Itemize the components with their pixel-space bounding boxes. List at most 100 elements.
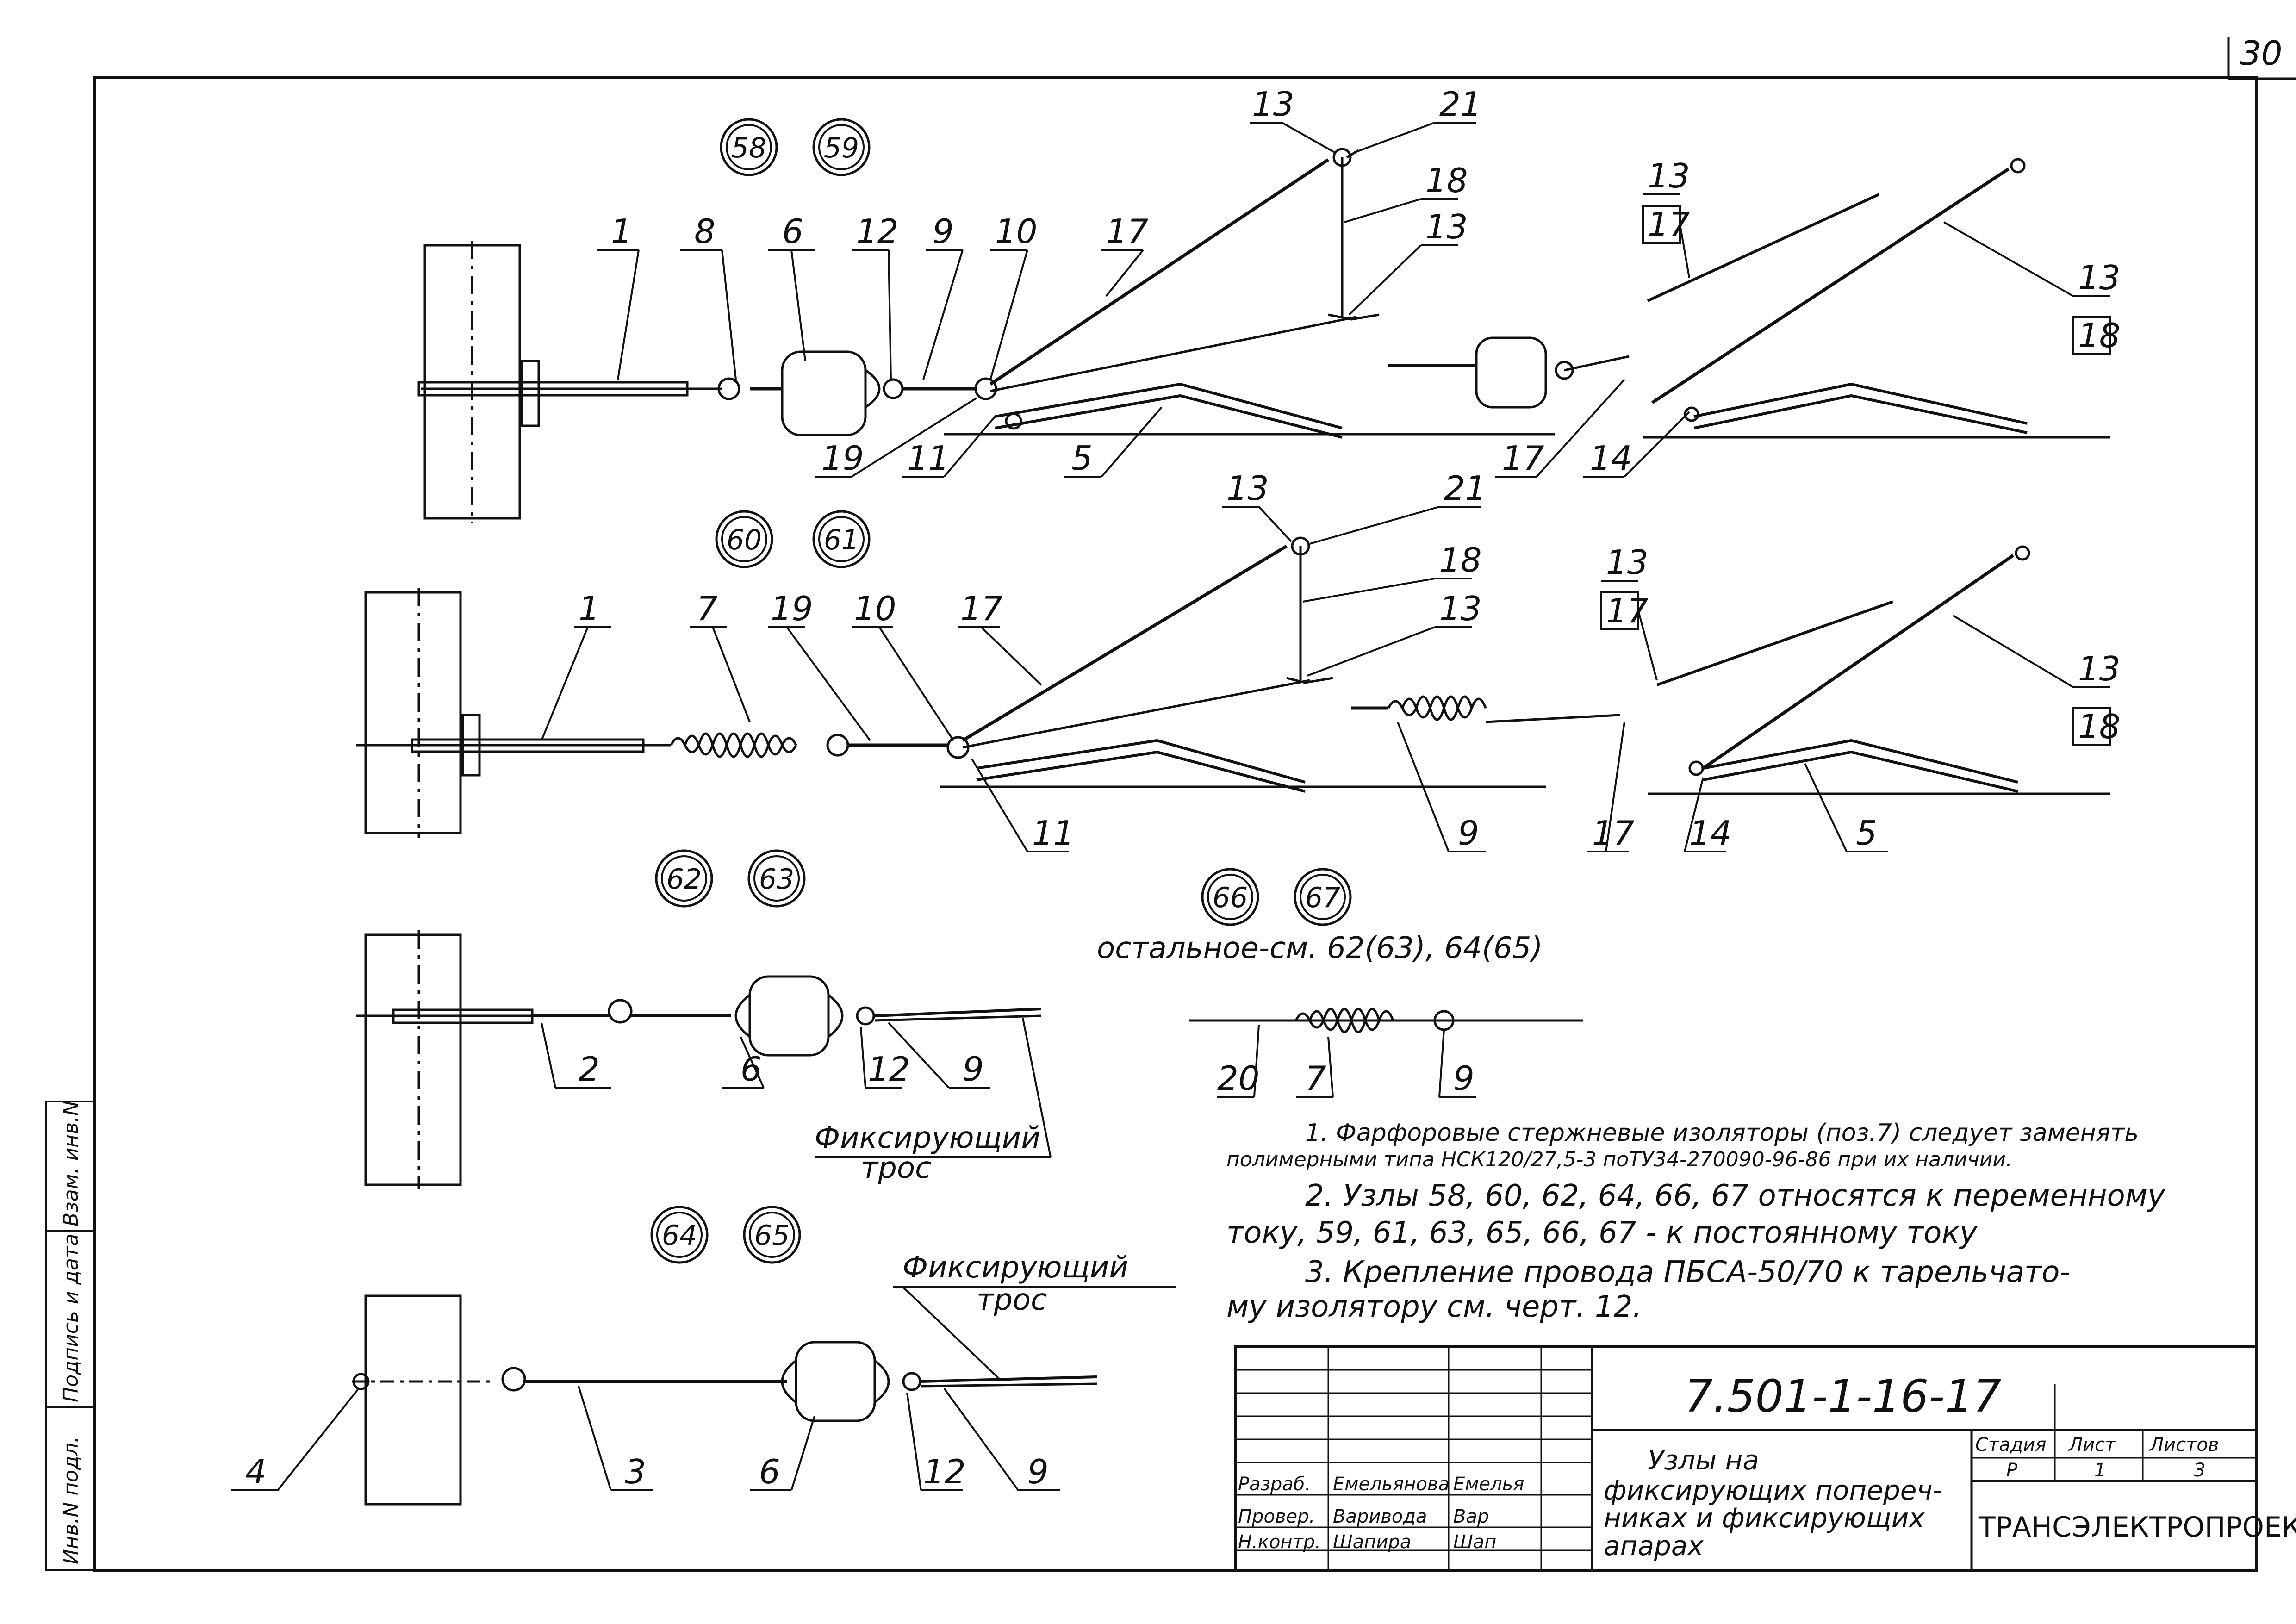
- callouts-row-1: [597, 122, 2111, 478]
- callout-1: 1: [579, 589, 600, 628]
- callout-12: 12: [856, 212, 899, 251]
- drawing-title-4: апарах: [1604, 1530, 1704, 1562]
- stage-header: Стадия: [1975, 1434, 2046, 1456]
- fixing-cable-label-4: трос: [977, 1283, 1047, 1317]
- callout-17b: 17: [1592, 814, 1635, 852]
- node-62: 62: [666, 863, 702, 896]
- fixing-cable-label-3: Фиксирующий: [902, 1251, 1128, 1285]
- role-developer: Разраб.: [1238, 1474, 1311, 1495]
- node-66-67-remark: остальное-см. 62(63), 64(65): [1097, 931, 1543, 965]
- callout-10: 10: [854, 589, 896, 628]
- callout-13c: 13: [1648, 156, 1690, 195]
- page-number: 30: [2240, 34, 2283, 73]
- callout-19: 19: [821, 439, 864, 478]
- node-65: 65: [754, 1220, 790, 1252]
- sign-normcontrol: Шап: [1453, 1531, 1496, 1553]
- callout-7: 7: [1305, 1059, 1326, 1098]
- callout-7: 7: [697, 589, 718, 628]
- assembly-row-2: [356, 536, 2110, 838]
- callout-9: 9: [933, 212, 954, 251]
- drawing-title-3: никах и фиксирующих: [1604, 1502, 1925, 1534]
- stage-value: Р: [2006, 1460, 2018, 1481]
- callout-11: 11: [1032, 814, 1075, 852]
- title-block-text: 7.501-1-16-17 Узлы на фиксирующих попере…: [1238, 1370, 2296, 1562]
- callout-1: 1: [611, 212, 632, 251]
- callout-10: 10: [995, 212, 1038, 251]
- name-developer: Емельянова: [1333, 1474, 1450, 1495]
- callout-19: 19: [771, 589, 813, 628]
- side-stamp-inv: Инв.N подл.: [59, 1436, 83, 1564]
- title-block: [1234, 1345, 2258, 1572]
- node-group-58-59: 58 59: [720, 118, 871, 176]
- node-67: 67: [1305, 882, 1340, 914]
- note-3-line-2: му изолятору см. черт. 12.: [1226, 1290, 1642, 1324]
- callout-17c: 17: [1606, 591, 1649, 630]
- callout-13: 13: [1252, 85, 1294, 124]
- fixing-cable-label-1: Фиксирующий: [815, 1121, 1040, 1155]
- drawing-title-1: Узлы на: [1648, 1444, 1759, 1476]
- callout-18: 18: [1425, 161, 1468, 200]
- callout-labels-row-1: 1 8 6 12 9 10 17 13 21 18 13 19 11 5 17 …: [611, 85, 2121, 478]
- callout-labels-row-4: 4 3 6 12 9 Фиксирующий трос: [245, 1251, 1128, 1491]
- callout-6: 6: [759, 1452, 780, 1491]
- callout-13d: 13: [2078, 649, 2121, 688]
- node-group-60-61: 60 61: [715, 510, 871, 568]
- name-checker: Варивода: [1333, 1506, 1427, 1527]
- sheets-header: Листов: [2149, 1434, 2219, 1456]
- callout-21: 21: [1439, 85, 1482, 124]
- assembly-row-3: [356, 930, 1583, 1189]
- side-stamp-replace: Взам. инв.N: [59, 1101, 83, 1226]
- note-1-line-2: полимерными типа НСК120/27,5-3 поТУ34-27…: [1226, 1148, 2012, 1171]
- organization: ТРАНСЭЛЕКТРОПРОЕКТ: [1978, 1511, 2296, 1543]
- callout-14: 14: [1689, 814, 1732, 852]
- callouts-row-3: [541, 1018, 1476, 1158]
- callouts-row-2: [541, 506, 2111, 852]
- callout-13: 13: [1226, 469, 1269, 508]
- fixing-cable-label-2: трос: [861, 1151, 931, 1185]
- node-group-64-65: 64 65: [650, 1206, 801, 1264]
- note-3-line-1: 3. Крепление провода ПБСА-50/70 к тарель…: [1305, 1255, 2071, 1289]
- callout-13b: 13: [1439, 589, 1482, 628]
- callout-11: 11: [907, 439, 950, 478]
- role-normcontrol: Н.контр.: [1238, 1531, 1321, 1553]
- callout-9: 9: [1458, 814, 1479, 852]
- node-63: 63: [759, 863, 794, 896]
- assembly-row-4: [352, 1294, 1097, 1506]
- sign-developer: Емелья: [1453, 1474, 1524, 1495]
- callout-5: 5: [1856, 814, 1877, 852]
- sheet-header: Лист: [2068, 1434, 2116, 1456]
- node-66: 66: [1213, 882, 1248, 914]
- callout-12: 12: [923, 1452, 966, 1491]
- callout-17: 17: [1106, 212, 1149, 251]
- callout-labels-row-2: 1 7 19 10 17 13 21 18 13 11 9 17 14 5 13…: [579, 469, 2121, 852]
- callout-21: 21: [1444, 469, 1487, 508]
- side-stamp-sign: Подпись и дата: [59, 1234, 83, 1402]
- callout-20: 20: [1217, 1059, 1260, 1098]
- callout-4: 4: [245, 1452, 267, 1491]
- callout-18b: 18: [2078, 316, 2121, 355]
- callout-12: 12: [868, 1050, 910, 1089]
- drawing-frame: [93, 76, 2258, 1572]
- callout-17c: 17: [1648, 205, 1690, 244]
- callout-3: 3: [625, 1452, 646, 1491]
- assembly-row-1: [417, 148, 2110, 523]
- callout-6: 6: [740, 1050, 762, 1089]
- callout-6: 6: [782, 212, 803, 251]
- callout-8: 8: [694, 212, 716, 251]
- drawing-title-2: фиксирующих попереч-: [1604, 1475, 1942, 1506]
- sheets-value: 3: [2194, 1460, 2205, 1481]
- callout-13d: 13: [2078, 258, 2121, 297]
- note-1-line-1: 1. Фарфоровые стержневые изоляторы (поз.…: [1305, 1119, 2139, 1147]
- callout-5: 5: [1071, 439, 1093, 478]
- callout-18: 18: [1439, 541, 1482, 579]
- drawing-code: 7.501-1-16-17: [1685, 1370, 2001, 1422]
- side-stamp: Инв.N подл. Подпись и дата Взам. инв.N: [45, 1101, 96, 1571]
- sign-checker: Вар: [1453, 1506, 1489, 1527]
- callouts-row-4: [231, 1286, 1176, 1491]
- name-normcontrol: Шапира: [1333, 1531, 1411, 1553]
- node-58: 58: [731, 132, 766, 164]
- callout-9: 9: [963, 1050, 984, 1089]
- role-checker: Провер.: [1238, 1506, 1315, 1527]
- callout-13b: 13: [1425, 207, 1468, 246]
